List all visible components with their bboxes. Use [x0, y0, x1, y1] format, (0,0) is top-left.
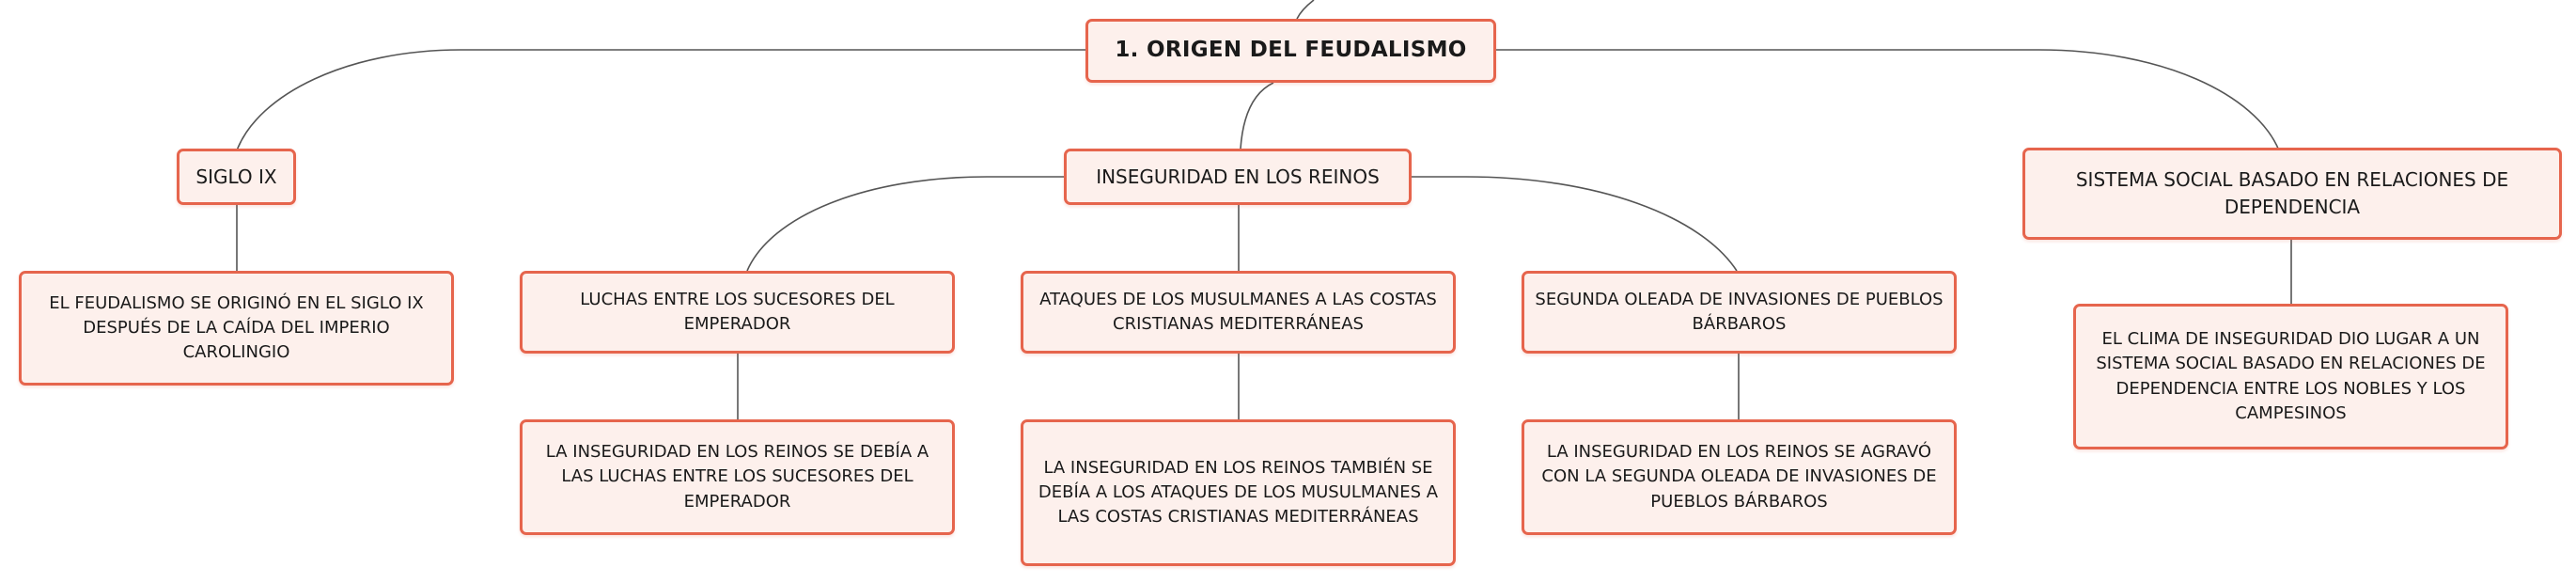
subtopic-label: EL CLIMA DE INSEGURIDAD DIO LUGAR A UN S… [2096, 329, 2486, 423]
subtopic-label: EL FEUDALISMO SE ORIGINÓ EN EL SIGLO IX … [49, 292, 424, 363]
connector-line [1240, 82, 1274, 150]
subtopic-siglo-ix-detail[interactable]: EL FEUDALISMO SE ORIGINÓ EN EL SIGLO IX … [19, 271, 454, 386]
connector-line [1496, 49, 2280, 151]
connector-line [746, 176, 1064, 272]
subtopic-luchas[interactable]: LUCHAS ENTRE LOS SUCESORES DEL EMPERADOR [520, 271, 955, 354]
detail-label: LA INSEGURIDAD EN LOS REINOS SE DEBÍA A … [545, 442, 929, 512]
detail-luchas[interactable]: LA INSEGURIDAD EN LOS REINOS SE DEBÍA A … [520, 419, 955, 535]
connector-line [236, 49, 1085, 151]
topic-inseguridad[interactable]: INSEGURIDAD EN LOS REINOS [1064, 149, 1412, 205]
root-node-label: 1. ORIGEN DEL FEUDALISMO [1115, 38, 1467, 63]
detail-label: LA INSEGURIDAD EN LOS REINOS SE AGRAVÓ C… [1541, 442, 1937, 512]
detail-segunda-oleada[interactable]: LA INSEGURIDAD EN LOS REINOS SE AGRAVÓ C… [1522, 419, 1957, 535]
subtopic-label: ATAQUES DE LOS MUSULMANES A LAS COSTAS C… [1039, 289, 1437, 334]
topic-label: SIGLO IX [195, 165, 277, 188]
topic-sistema-social[interactable]: SISTEMA SOCIAL BASADO EN RELACIONES DE D… [2022, 148, 2562, 240]
topic-siglo-ix[interactable]: SIGLO IX [177, 149, 296, 205]
connector-line [1296, 0, 1315, 20]
detail-label: LA INSEGURIDAD EN LOS REINOS TAMBIÉN SE … [1038, 457, 1439, 528]
subtopic-sistema-social-detail[interactable]: EL CLIMA DE INSEGURIDAD DIO LUGAR A UN S… [2073, 304, 2508, 449]
topic-label: INSEGURIDAD EN LOS REINOS [1096, 165, 1380, 188]
connector-line [1412, 176, 1738, 272]
subtopic-label: LUCHAS ENTRE LOS SUCESORES DEL EMPERADOR [580, 289, 895, 334]
detail-ataques[interactable]: LA INSEGURIDAD EN LOS REINOS TAMBIÉN SE … [1021, 419, 1456, 566]
subtopic-label: SEGUNDA OLEADA DE INVASIONES DE PUEBLOS … [1535, 289, 1944, 334]
subtopic-segunda-oleada[interactable]: SEGUNDA OLEADA DE INVASIONES DE PUEBLOS … [1522, 271, 1957, 354]
topic-label: SISTEMA SOCIAL BASADO EN RELACIONES DE D… [2075, 168, 2509, 218]
subtopic-ataques[interactable]: ATAQUES DE LOS MUSULMANES A LAS COSTAS C… [1021, 271, 1456, 354]
root-node[interactable]: 1. ORIGEN DEL FEUDALISMO [1085, 19, 1496, 83]
